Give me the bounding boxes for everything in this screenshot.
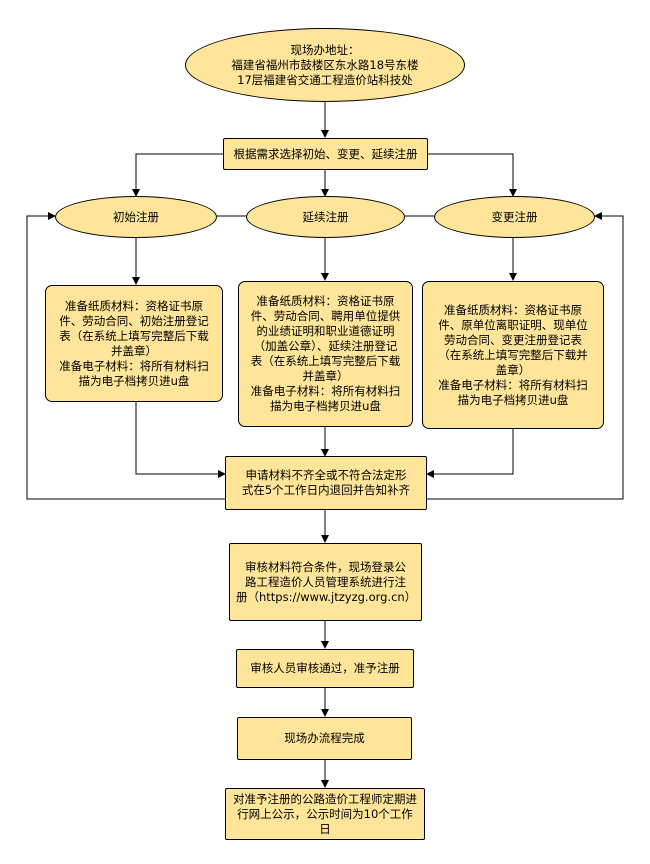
initial-materials-line: 准备电子材料：将所有材料扫 (59, 358, 209, 373)
initial-registration-node: 初始注册 (55, 196, 217, 238)
continue-materials-line: （加盖公章）、延续注册登记 (253, 339, 398, 353)
loop-back-to-initial (26, 212, 225, 500)
change-materials-node: 准备纸质材料：资格证书原 件、原单位离职证明、现单位 劳动合同、变更注册登记表 … (422, 281, 604, 429)
approve-registration-node: 审核人员审核通过，准予注册 (236, 649, 414, 688)
change-materials-line: 劳动合同、变更注册登记表 (444, 332, 582, 347)
continue-materials-line: 准备电子材料：将所有材料扫 (250, 384, 401, 398)
continue-registration-node: 延续注册 (246, 196, 405, 238)
choose-registration-node: 根据需求选择初始、变更、延续注册 (223, 138, 428, 170)
change-registration-node: 变更注册 (434, 196, 595, 238)
change-registration-label: 变更注册 (491, 209, 538, 224)
continue-materials-node: 准备纸质材料：资格证书原 件、劳动合同、聘用单位提供 的业绩证明和职业道德证明 … (238, 281, 413, 427)
review-materials-line: 册（https://www.jtzyzg.org.cn） (236, 589, 417, 604)
incomplete-materials-node: 申请材料不齐全或不符合法定形 式在5个工作日内退回并告知补齐 (225, 456, 427, 510)
continue-registration-label: 延续注册 (302, 209, 349, 224)
initial-materials-line: 描为电子档拷贝进u盘 (78, 373, 190, 388)
process-complete-label: 现场办流程完成 (284, 731, 365, 745)
review-materials-node: 审核材料符合条件，现场登录公 路工程造价人员管理系统进行注 册（https://… (229, 543, 422, 621)
change-materials-line: 件、原单位离职证明、现单位 (438, 317, 588, 332)
publicize-node: 对准予注册的公路造价工程师定期进 行网上公示，公示时间为10个工作日 (225, 788, 425, 840)
continue-materials-line: 件、劳动合同、聘用单位提供 (250, 309, 401, 323)
arrow-change-materials-to-incomplete (426, 429, 514, 478)
office-address-line2: 福建省福州市鼓楼区东水路18号东楼 (231, 57, 419, 72)
change-materials-line: 准备纸质材料：资格证书原 (444, 302, 582, 317)
arrow-choose-to-change (428, 153, 517, 197)
office-address-line1: 现场办地址： (290, 42, 360, 57)
continue-materials-line: 准备纸质材料：资格证书原 (256, 294, 395, 308)
incomplete-materials-line: 式在5个工作日内退回并告知补齐 (241, 483, 411, 497)
initial-registration-label: 初始注册 (113, 209, 159, 224)
arrow-initial-materials-to-incomplete (135, 402, 226, 478)
choose-registration-label: 根据需求选择初始、变更、延续注册 (233, 146, 418, 161)
continue-materials-line: 描为电子档拷贝进u盘 (270, 399, 381, 413)
initial-materials-line: 表（在系统上填写完整后下载 (59, 328, 209, 343)
office-address-node: 现场办地址： 福建省福州市鼓楼区东水路18号东楼 17层福建省交通工程造价站科技… (185, 28, 465, 102)
office-address-line3: 17层福建省交通工程造价站科技处 (237, 72, 413, 87)
continue-materials-line: 表（在系统上填写完整后下载 (250, 354, 401, 368)
change-materials-line: 准备电子材料：将所有材料扫 (438, 377, 588, 392)
approve-registration-label: 审核人员审核通过，准予注册 (250, 661, 400, 675)
change-materials-line: 描为电子档拷贝进u盘 (457, 392, 569, 407)
continue-materials-line: 并盖章） (302, 369, 349, 383)
initial-materials-line: 件、劳动合同、初始注册登记 (59, 313, 209, 328)
arrow-choose-to-initial (132, 153, 223, 197)
process-complete-node: 现场办流程完成 (237, 717, 412, 760)
incomplete-materials-line: 申请材料不齐全或不符合法定形 (245, 468, 407, 482)
publicize-line: 对准予注册的公路造价工程师定期进 (233, 791, 417, 806)
change-materials-line: 盖章） (495, 362, 531, 377)
initial-materials-line: 准备纸质材料：资格证书原 (65, 298, 203, 313)
initial-materials-node: 准备纸质材料：资格证书原 件、劳动合同、初始注册登记 表（在系统上填写完整后下载… (45, 285, 223, 402)
review-materials-line: 审核材料符合条件，现场登录公 (245, 559, 406, 574)
publicize-line: 行网上公示，公示时间为10个工作日 (237, 806, 413, 836)
initial-materials-line: 并盖章） (111, 343, 157, 358)
review-materials-line: 路工程造价人员管理系统进行注 (245, 574, 406, 589)
change-materials-line: （在系统上填写完整后下载并 (438, 347, 588, 362)
continue-materials-line: 的业绩证明和职业道德证明 (256, 324, 395, 338)
loop-back-to-change (427, 212, 624, 500)
